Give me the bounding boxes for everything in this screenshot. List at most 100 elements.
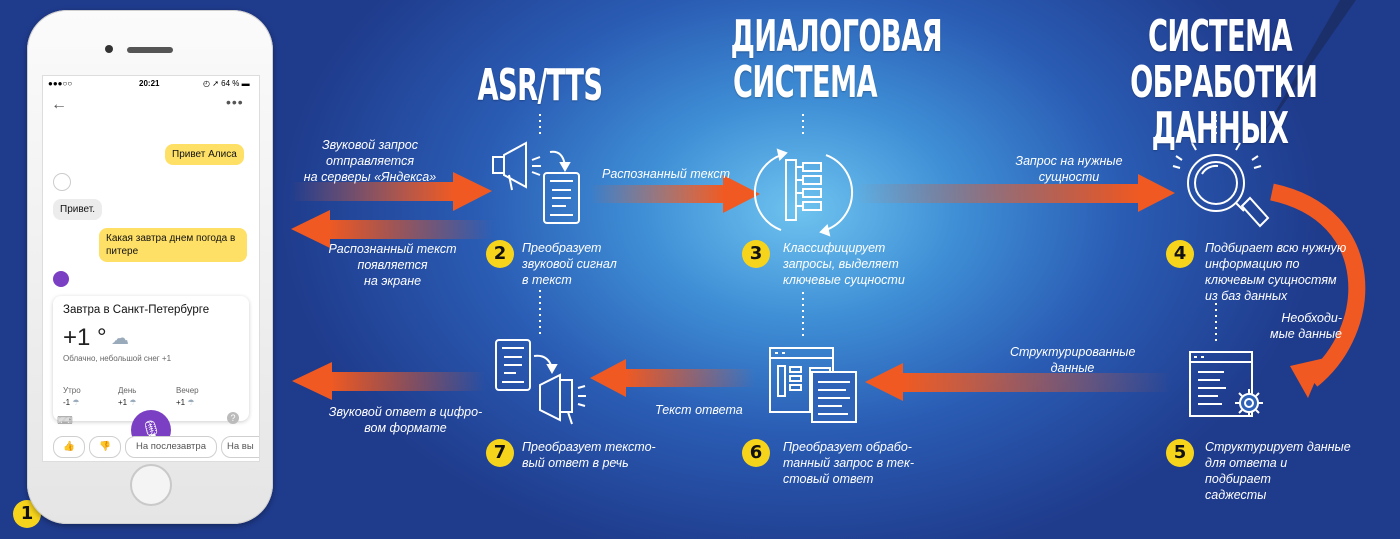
alice-message-1: Привет.: [53, 199, 103, 220]
keyboard-icon[interactable]: ⌨: [57, 415, 73, 427]
help-icon[interactable]: ?: [227, 412, 239, 424]
step-text-7: Преобразует тексто- вый ответ в речь: [522, 439, 662, 471]
step-text-5-l3: саджесты: [1205, 488, 1267, 502]
user-message-1: Привет Алиса: [165, 144, 244, 165]
step-text-4: Подбирает всю нужную информацию по ключе…: [1205, 240, 1355, 304]
step-text-6: Преобразует обрабо- танный запрос в тек-…: [783, 439, 923, 487]
step-text-4-l2: информацию по: [1205, 257, 1300, 271]
heading-data-line1: СИСТЕМА: [1147, 11, 1293, 62]
label-answer-text: Текст ответа: [655, 403, 743, 417]
battery-level: 64 %: [221, 79, 240, 88]
document-gear-icon: [1189, 351, 1263, 417]
more-dots-icon[interactable]: •••: [226, 94, 244, 110]
thumbs-up-icon: 👍: [63, 441, 75, 452]
megaphone-to-phone-icon: [492, 141, 580, 224]
step-text-2: Преобразует звуковой сигнал в текст: [522, 240, 662, 288]
step-text-5-l2: для ответа и подбирает: [1205, 456, 1288, 486]
step-text-5: Структурирует данные для ответа и подбир…: [1205, 439, 1355, 503]
step-text-2-l2: звуковой сигнал: [522, 257, 617, 271]
decor-beam: [1262, 0, 1356, 135]
step-text-6-l1: Преобразует обрабо-: [783, 440, 912, 454]
heading-asr: ASR/TTS: [477, 60, 604, 111]
label-needed-data: Необходи- мые данные: [1262, 310, 1342, 342]
step-text-6-l3: стовый ответ: [783, 472, 874, 486]
step-badge-3: 3: [742, 240, 770, 268]
step-text-4-l3: ключевым сущностям: [1205, 273, 1337, 287]
weather-title: Завтра в Санкт-Петербурге: [63, 304, 210, 316]
label-recognized-on-screen-l1: Распознанный текст: [328, 242, 457, 256]
period-morning-temp: -1: [63, 398, 71, 407]
step-text-4-l1: Подбирает всю нужную: [1205, 241, 1347, 255]
label-recognized-on-screen: Распознанный текст появляется на экране: [320, 241, 465, 289]
step-text-2-l1: Преобразует: [522, 241, 602, 255]
label-sound-request-l3: на серверы «Яндекса»: [303, 170, 437, 184]
label-structured-data: Структурированные данные: [1010, 344, 1135, 376]
smartphone: ●●●○○ 20:21 ◴ ➚ 64 % ▬ ← ••• Привет Алис…: [27, 10, 273, 524]
snow-icon: ☂: [72, 398, 80, 407]
microphone-icon: 🎙: [139, 420, 163, 440]
step-text-6-l2: танный запрос в тек-: [783, 456, 915, 470]
step-text-3-l1: Классифицирует: [783, 241, 886, 255]
period-day-temp: +1: [118, 398, 128, 407]
arrow-digital-answer: [292, 362, 485, 400]
step-text-4-l4: из баз данных: [1205, 289, 1288, 303]
label-digital-answer-l1: Звуковой ответ в цифро-: [328, 405, 483, 419]
step-badge-4: 4: [1166, 240, 1194, 268]
arrow-entities-request: [855, 174, 1175, 212]
alice-avatar-active: [53, 271, 69, 287]
arrow-sound-request: [290, 172, 492, 211]
documents-icon: [769, 347, 857, 423]
phone-to-megaphone-icon: [495, 339, 586, 425]
period-day-name: День: [118, 386, 137, 395]
label-digital-answer-l2: вом формате: [364, 421, 447, 435]
snow-icon: ☂: [187, 398, 195, 407]
step-badge-5: 5: [1166, 439, 1194, 467]
thumbs-down-icon: 👎: [99, 441, 111, 452]
suggest-cut[interactable]: На вы: [221, 436, 259, 458]
home-button[interactable]: [130, 464, 172, 506]
weather-desc: Облачно, небольшой снег +1: [63, 354, 172, 363]
arrow-structured-data: [865, 363, 1172, 401]
label-structured-data-l2: данные: [1050, 361, 1095, 375]
heading-data-system: СИСТЕМА ОБРАБОТКИ ДАННЫХ: [1130, 11, 1318, 152]
suggest-day-after-tomorrow[interactable]: На послезавтра: [125, 436, 217, 458]
step-badge-2: 2: [486, 240, 514, 268]
phone-screen: ●●●○○ 20:21 ◴ ➚ 64 % ▬ ← ••• Привет Алис…: [42, 75, 260, 462]
heading-dialog-line2: СИСТЕМА: [732, 57, 878, 108]
label-recognized-on-screen-l3: на экране: [363, 274, 422, 288]
camera: [105, 45, 113, 53]
arrow-needed-data: [1270, 183, 1366, 398]
label-recognized-text: Распознанный текст: [602, 167, 731, 181]
signal-indicator: ●●●○○: [48, 79, 73, 88]
thumbs-up-button[interactable]: 👍: [53, 436, 85, 458]
step-text-3: Классифицирует запросы, выделяет ключевы…: [783, 240, 923, 288]
weather-card[interactable]: Завтра в Санкт-Петербурге +1 ° ☁ Облачно…: [53, 296, 249, 421]
period-evening-temp: +1: [176, 398, 186, 407]
back-arrow-icon[interactable]: ←: [51, 96, 67, 113]
label-entities-request-l1: Запрос на нужные: [1015, 154, 1123, 168]
heading-dialog-line1: ДИАЛОГОВАЯ: [730, 11, 943, 62]
step-text-5-l1: Структурирует данные: [1205, 440, 1351, 454]
label-recognized-on-screen-l2: появляется: [357, 258, 428, 272]
cloud-snow-icon: ☁: [111, 328, 129, 348]
step-text-7-l1: Преобразует тексто-: [522, 440, 656, 454]
label-sound-request-l2: отправляется: [326, 154, 414, 168]
thumbs-down-button[interactable]: 👎: [89, 436, 121, 458]
period-evening: Вечер +1 ☂: [176, 386, 199, 407]
battery-icon: ◴ ➚ 64 % ▬: [203, 79, 250, 88]
arrow-answer-text: [590, 359, 755, 397]
arrow-recognized-text: [590, 175, 760, 213]
snow-icon: ☂: [129, 398, 137, 407]
period-morning: Утро -1 ☂: [63, 386, 81, 407]
alice-avatar: [53, 173, 71, 191]
earpiece: [127, 47, 173, 53]
label-sound-request-l1: Звуковой запрос: [321, 138, 419, 152]
dotted-connectors: [539, 114, 1217, 342]
step-badge-7: 7: [486, 439, 514, 467]
label-structured-data-l1: Структурированные: [1010, 345, 1136, 359]
label-needed-data-l2: мые данные: [1270, 327, 1342, 341]
period-morning-name: Утро: [63, 386, 81, 395]
step-text-3-l2: запросы, выделяет: [783, 257, 899, 271]
